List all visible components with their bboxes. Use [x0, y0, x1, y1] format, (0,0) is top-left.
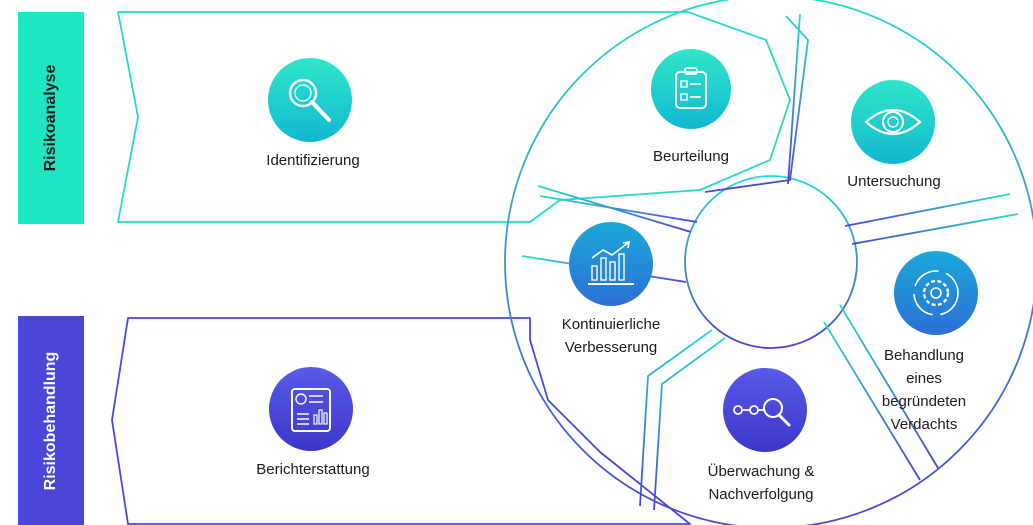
checklist-icon	[651, 49, 731, 129]
behandlung-label-line4: Verdachts	[891, 416, 958, 433]
behandlung-label-line2: eines	[906, 370, 942, 387]
berichterstattung-shape	[111, 317, 691, 525]
beurteilung-label: Beurteilung	[653, 148, 729, 165]
risikobehandlung-bar: Risikobehandlung	[18, 316, 84, 525]
tracking-search-icon	[723, 368, 807, 452]
verbesserung-label-line1: Kontinuierliche	[562, 316, 660, 333]
process-ring-outer	[504, 0, 1033, 525]
identifizierung-shape	[117, 11, 791, 223]
growth-chart-icon	[569, 222, 653, 306]
ueberwachung-label-line2: Nachverfolgung	[708, 486, 813, 503]
magnifier-icon	[268, 58, 352, 142]
behandlung-label-line1: Behandlung	[884, 347, 964, 364]
identifizierung-label: Identifizierung	[266, 152, 359, 169]
segment-dividers	[521, 13, 1019, 511]
process-ring-inner	[684, 175, 858, 349]
ueberwachung-label-line1: Überwachung &	[708, 462, 815, 480]
behandlung-label-line3: begründeten	[882, 393, 966, 410]
report-icon	[269, 367, 353, 451]
eye-icon	[851, 80, 935, 164]
verbesserung-label-line2: Verbesserung	[565, 339, 658, 356]
berichterstattung-label: Berichterstattung	[256, 461, 369, 478]
gear-cycle-icon	[894, 251, 978, 335]
risikoanalyse-bar: Risikoanalyse	[18, 12, 84, 224]
untersuchung-label: Untersuchung	[847, 173, 940, 190]
